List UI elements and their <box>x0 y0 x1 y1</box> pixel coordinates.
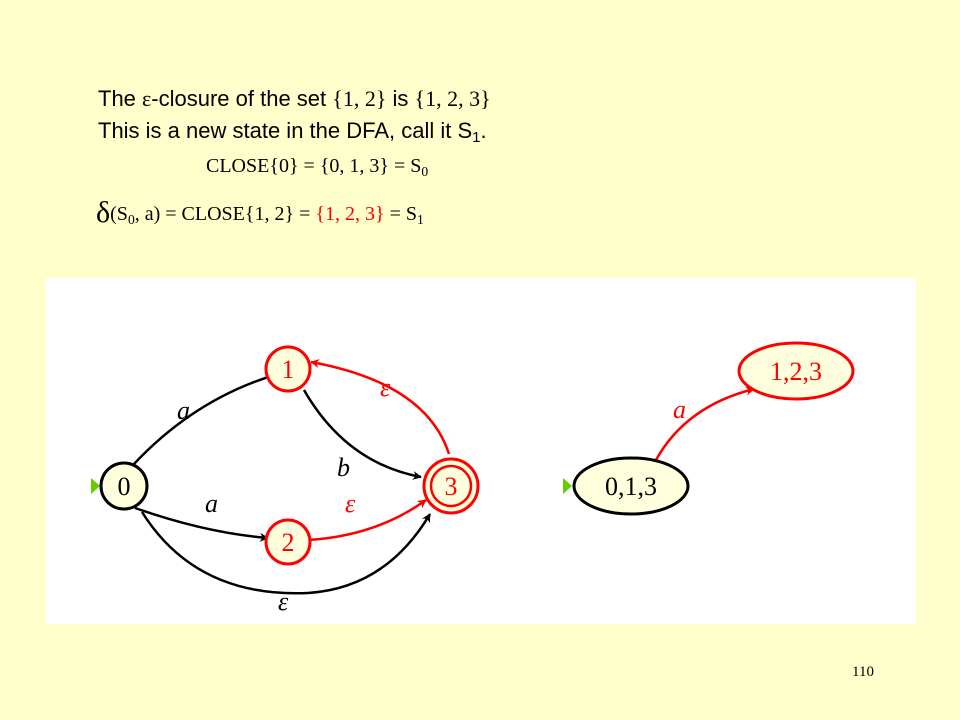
line2-period: . <box>480 118 487 143</box>
edge-0-1-a <box>133 371 279 465</box>
line-new-state: This is a new state in the DFA, call it … <box>98 118 487 146</box>
state-3-accepting: 3 <box>422 457 480 515</box>
line2-subscript: 1 <box>472 129 481 147</box>
epsilon-symbol: ε <box>142 86 152 111</box>
dfa-state-1-2-3: 1,2,3 <box>737 341 855 401</box>
edge-0-2-a <box>134 506 269 542</box>
line4-args: , a) = CLOSE{1, 2} = <box>134 203 316 225</box>
svg-text:0,1,3: 0,1,3 <box>605 472 657 501</box>
edge-1-3-b <box>302 389 422 480</box>
edge-label-0-1: a <box>177 396 190 425</box>
edge-label-2-3: ε <box>345 489 356 518</box>
start-arrow-dfa <box>563 478 572 494</box>
edge-2-3-epsilon <box>307 498 427 542</box>
line1-text-mid: -closure of the set <box>151 86 333 111</box>
state-2: 2 <box>264 518 312 566</box>
set-1-2: {1, 2} <box>332 86 387 111</box>
svg-text:1: 1 <box>282 355 295 384</box>
line4-subscript-1: 1 <box>416 211 424 227</box>
svg-text:0: 0 <box>118 472 131 501</box>
svg-text:2: 2 <box>282 528 295 557</box>
dfa-edge-013-123-a <box>654 386 755 461</box>
line4-eq: = S <box>384 203 417 225</box>
dfa-edge-label: a <box>673 395 686 424</box>
line-delta-transition: δ(S0, a) = CLOSE{1, 2} = {1, 2, 3} = S1 <box>96 196 424 230</box>
line1-is: is <box>386 86 415 111</box>
line3-text: CLOSE{0} = {0, 1, 3} = S <box>206 155 422 177</box>
line4-open: (S <box>110 203 128 225</box>
set-1-2-3: {1, 2, 3} <box>414 86 491 111</box>
edge-0-3-epsilon <box>140 511 432 595</box>
delta-symbol: δ <box>96 196 111 229</box>
svg-text:3: 3 <box>445 472 458 501</box>
diagram-panel: a a b ε ε ε 0 1 2 3 a 0,1,3 1,2,3 <box>46 278 916 624</box>
line2-text: This is a new state in the DFA, call it … <box>98 118 473 143</box>
edge-label-3-1: ε <box>380 373 391 402</box>
line-epsilon-closure: The ε-closure of the set {1, 2} is {1, 2… <box>98 86 491 112</box>
dfa-state-0-1-3: 0,1,3 <box>572 456 690 516</box>
line4-result-set: {1, 2, 3} <box>315 203 385 225</box>
line-close-0: CLOSE{0} = {0, 1, 3} = S0 <box>206 155 428 180</box>
edge-label-0-2: a <box>205 489 218 518</box>
state-1: 1 <box>264 345 312 393</box>
svg-text:1,2,3: 1,2,3 <box>770 357 822 386</box>
automata-diagram: a a b ε ε ε 0 1 2 3 a 0,1,3 1,2,3 <box>91 341 855 616</box>
edge-label-0-3: ε <box>278 587 289 616</box>
line4-subscript-0: 0 <box>127 211 135 227</box>
start-arrow-nfa <box>91 478 100 494</box>
edge-3-1-epsilon <box>310 359 451 455</box>
line3-subscript: 0 <box>421 163 429 179</box>
page-number: 110 <box>852 664 874 680</box>
edge-label-1-3: b <box>337 453 350 482</box>
state-0: 0 <box>99 461 149 511</box>
line1-text: The <box>98 86 143 111</box>
